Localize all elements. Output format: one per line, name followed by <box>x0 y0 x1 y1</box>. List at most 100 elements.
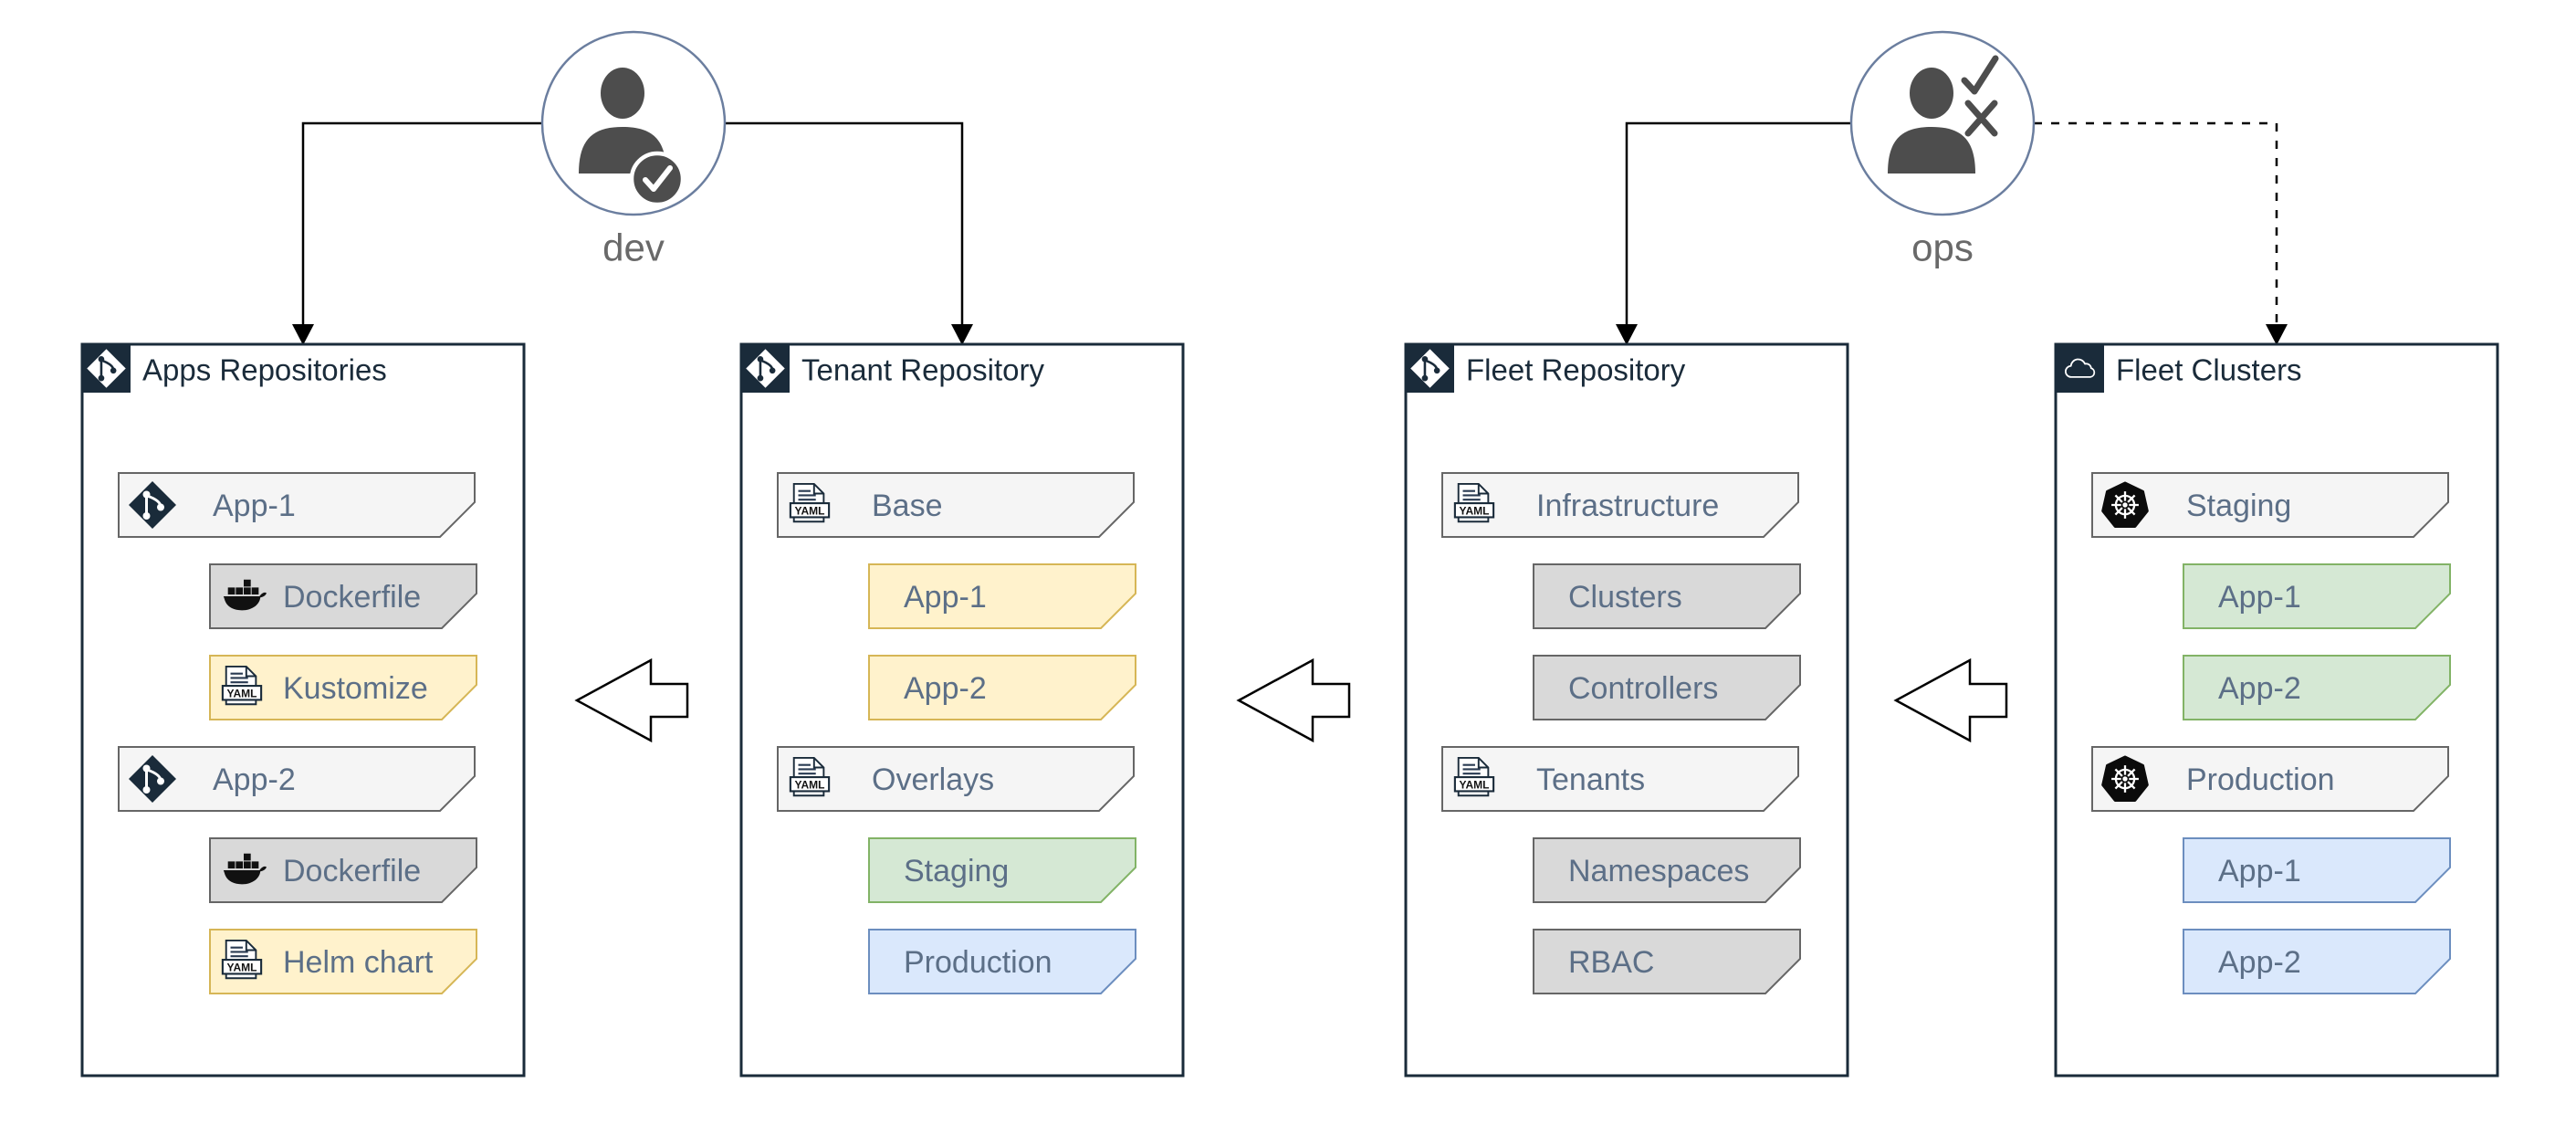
group-tenant-repository: Tenant RepositoryBaseApp-1App-2OverlaysS… <box>739 342 1185 1078</box>
item-production: Production <box>868 929 1136 994</box>
item-label: App-1 <box>2218 854 2301 888</box>
item-shape <box>1533 837 1801 903</box>
item-shape <box>1533 655 1801 720</box>
personas-layer: dev ops <box>540 30 2036 269</box>
item-app-1: App-1 <box>118 472 476 538</box>
item-infrastructure: Infrastructure <box>1441 472 1799 538</box>
item-shape <box>118 472 476 538</box>
edge-dev-to-apps-repositories <box>301 121 542 325</box>
item-shape <box>2091 472 2449 538</box>
item-staging: Staging <box>868 837 1136 903</box>
item-label: Dockerfile <box>283 854 421 888</box>
item-label: Staging <box>2186 489 2291 523</box>
item-rbac: RBAC <box>1533 929 1801 994</box>
item-shape <box>777 472 1135 538</box>
item-shape <box>777 746 1135 812</box>
group-title: Fleet Repository <box>1466 353 1686 387</box>
item-shape <box>1533 563 1801 629</box>
item-label: Kustomize <box>283 671 428 706</box>
item-label: App-1 <box>213 489 296 523</box>
group-fleet-clusters: Fleet ClustersStagingApp-1App-2Productio… <box>2054 342 2499 1078</box>
item-shape <box>2183 837 2451 903</box>
item-app-2: App-2 <box>2183 655 2451 720</box>
item-app-1: App-1 <box>2183 563 2451 629</box>
persona-label: dev <box>602 226 665 269</box>
group-badge <box>2056 344 2104 393</box>
edge-dev-to-tenant-repository <box>725 121 964 325</box>
item-tenants: Tenants <box>1441 746 1799 812</box>
flow-arrows-layer <box>574 657 2008 743</box>
item-label: Controllers <box>1568 671 1718 706</box>
item-label: Namespaces <box>1568 854 1749 888</box>
item-shape <box>868 837 1136 903</box>
arrowhead <box>1616 324 1638 345</box>
group-apps-repositories: Apps RepositoriesApp-1DockerfileKustomiz… <box>80 342 526 1078</box>
item-shape <box>209 929 477 994</box>
item-shape <box>868 929 1136 994</box>
item-controllers: Controllers <box>1533 655 1801 720</box>
item-shape <box>868 563 1136 629</box>
item-kustomize: Kustomize <box>209 655 477 720</box>
person-icon <box>1888 68 1975 173</box>
item-dockerfile: Dockerfile <box>209 837 477 903</box>
check-icon <box>1961 55 1999 95</box>
item-label: Staging <box>904 854 1009 888</box>
item-label: App-2 <box>2218 671 2301 706</box>
item-label: Infrastructure <box>1536 489 1719 523</box>
flow-arrow-tenant-repository-to-apps-repositories <box>574 657 689 743</box>
item-label: App-2 <box>904 671 987 706</box>
item-label: Tenants <box>1536 762 1645 797</box>
item-label: App-1 <box>904 580 987 615</box>
edges-layer <box>292 121 2288 345</box>
item-label: Helm chart <box>283 945 434 980</box>
item-label: Base <box>872 489 943 523</box>
item-label: Production <box>904 945 1052 980</box>
item-overlays: Overlays <box>777 746 1135 812</box>
x-icon <box>1964 100 1998 137</box>
item-label: Clusters <box>1568 580 1682 615</box>
check-circle-icon <box>629 151 686 207</box>
persona-circle <box>1849 30 2036 216</box>
item-shape <box>2183 655 2451 720</box>
persona-dev: dev <box>540 30 727 269</box>
item-shape <box>1441 746 1799 812</box>
item-shape <box>209 563 477 629</box>
item-app-2: App-2 <box>2183 929 2451 994</box>
item-label: App-2 <box>2218 945 2301 980</box>
item-shape <box>209 837 477 903</box>
k8s-icon <box>2101 755 2149 802</box>
group-title: Fleet Clusters <box>2116 353 2302 387</box>
item-app-1: App-1 <box>868 563 1136 629</box>
item-production: Production <box>2091 746 2449 812</box>
item-label: Overlays <box>872 762 994 797</box>
arrowhead <box>292 324 314 345</box>
item-base: Base <box>777 472 1135 538</box>
item-namespaces: Namespaces <box>1533 837 1801 903</box>
flow-arrow-fleet-clusters-to-fleet-repository <box>1893 657 2008 743</box>
item-shape <box>1441 472 1799 538</box>
item-dockerfile: Dockerfile <box>209 563 477 629</box>
item-label: Dockerfile <box>283 580 421 615</box>
item-shape <box>209 655 477 720</box>
item-label: Production <box>2186 762 2335 797</box>
item-shape <box>868 655 1136 720</box>
item-label: App-1 <box>2218 580 2301 615</box>
item-label: RBAC <box>1568 945 1654 980</box>
group-title: Tenant Repository <box>801 353 1044 387</box>
edge-ops-to-fleet-repository <box>1625 121 1851 325</box>
item-shape <box>2183 563 2451 629</box>
item-app-2: App-2 <box>868 655 1136 720</box>
persona-label: ops <box>1911 226 1974 269</box>
persona-ops: ops <box>1849 30 2036 269</box>
group-fleet-repository: Fleet RepositoryInfrastructureClustersCo… <box>1404 342 1849 1078</box>
item-shape <box>2091 746 2449 812</box>
item-label: App-2 <box>213 762 296 797</box>
item-staging: Staging <box>2091 472 2449 538</box>
item-shape <box>118 746 476 812</box>
item-clusters: Clusters <box>1533 563 1801 629</box>
edge-ops-to-fleet-clusters <box>2034 121 2278 325</box>
k8s-icon <box>2101 481 2149 528</box>
arrowhead <box>951 324 973 345</box>
